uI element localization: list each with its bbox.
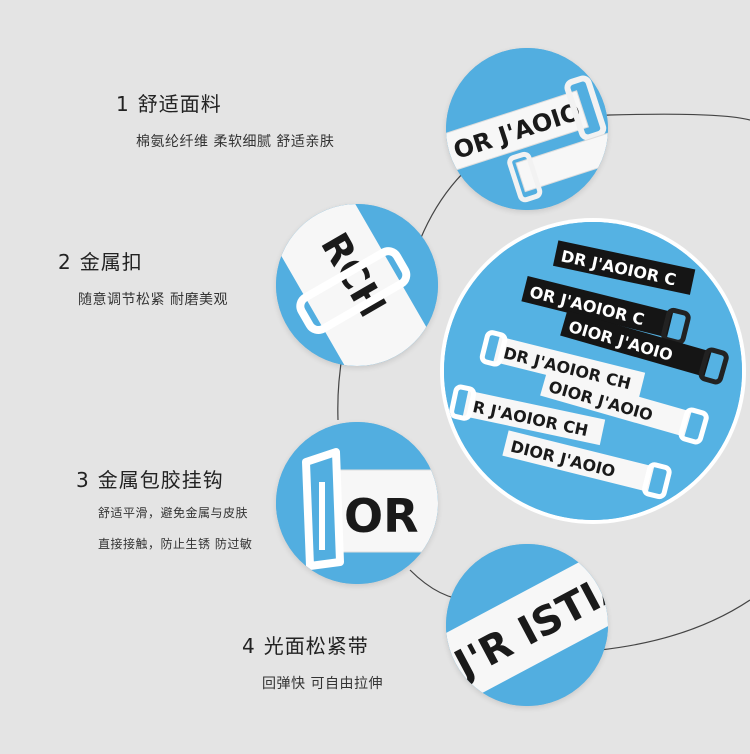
fabric-closeup-photo: OR J'AOIO (446, 48, 608, 210)
feature-2-number: 2 (58, 250, 72, 274)
feature-2-title-text: 金属扣 (79, 250, 143, 274)
feature-1-title-text: 舒适面料 (137, 92, 222, 116)
feature-3-description-line-1: 舒适平滑，避免金属与皮肤 (98, 506, 249, 520)
feature-3-description: 舒适平滑，避免金属与皮肤 直接接触，防止生锈 防过敏 (98, 505, 252, 553)
feature-1-description: 棉氨纶纤维 柔软细腻 舒适亲肤 (136, 134, 335, 150)
strap-collection-photo: DR J'AOIOR C OR J'AOIOR C OIOR J'AOIO DR… (444, 222, 742, 520)
feature-1-title: 1 舒适面料 (116, 88, 334, 117)
feature-1-number: 1 (116, 92, 130, 116)
feature-3-number: 3 (76, 468, 90, 492)
feature-2-description: 随意调节松紧 耐磨美观 (78, 292, 228, 308)
feature-3-title-text: 金属包胶挂钩 (97, 468, 224, 492)
feature-2-title: 2 金属扣 (58, 246, 228, 275)
feature-1: 1 舒适面料 棉氨纶纤维 柔软细腻 舒适亲肤 (116, 88, 334, 151)
feature-2: 2 金属扣 随意调节松紧 耐磨美观 (58, 246, 228, 309)
feature-3: 3 金属包胶挂钩 舒适平滑，避免金属与皮肤 直接接触，防止生锈 防过敏 (76, 464, 252, 553)
elastic-band-closeup-photo: J'R ISTIA (446, 544, 608, 706)
feature-4-title: 4 光面松紧带 (242, 630, 383, 659)
buckle-closeup-photo: RCH (276, 204, 438, 366)
feature-4-number: 4 (242, 634, 256, 658)
feature-3-description-line-2: 直接接触，防止生锈 防过敏 (98, 536, 253, 551)
hook-closeup-photo: OR (276, 422, 438, 584)
feature-3-title: 3 金属包胶挂钩 (76, 464, 252, 493)
feature-4: 4 光面松紧带 回弹快 可自由拉伸 (242, 630, 383, 693)
strap-collection-photo-frame: DR J'AOIOR C OR J'AOIOR C OIOR J'AOIO DR… (440, 218, 746, 524)
feature-4-title-text: 光面松紧带 (263, 634, 369, 658)
feature-4-description: 回弹快 可自由拉伸 (262, 676, 383, 692)
circle3-print: OR (344, 489, 419, 543)
